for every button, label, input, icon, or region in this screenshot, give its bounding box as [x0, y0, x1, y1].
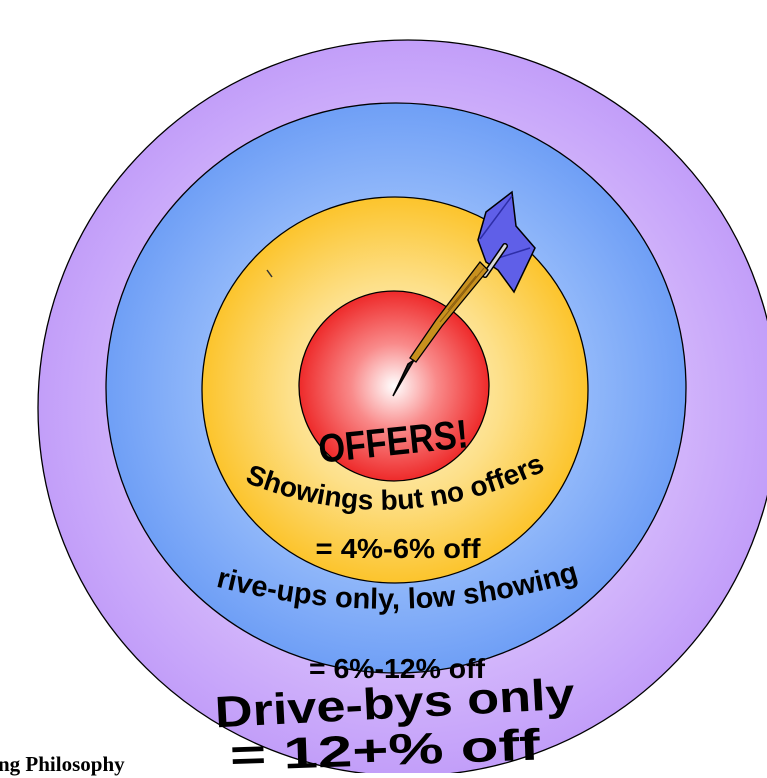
yellow-ring-label-line2: = 4%-6% off: [316, 533, 482, 564]
caption-text: ng Philosophy: [0, 752, 125, 777]
